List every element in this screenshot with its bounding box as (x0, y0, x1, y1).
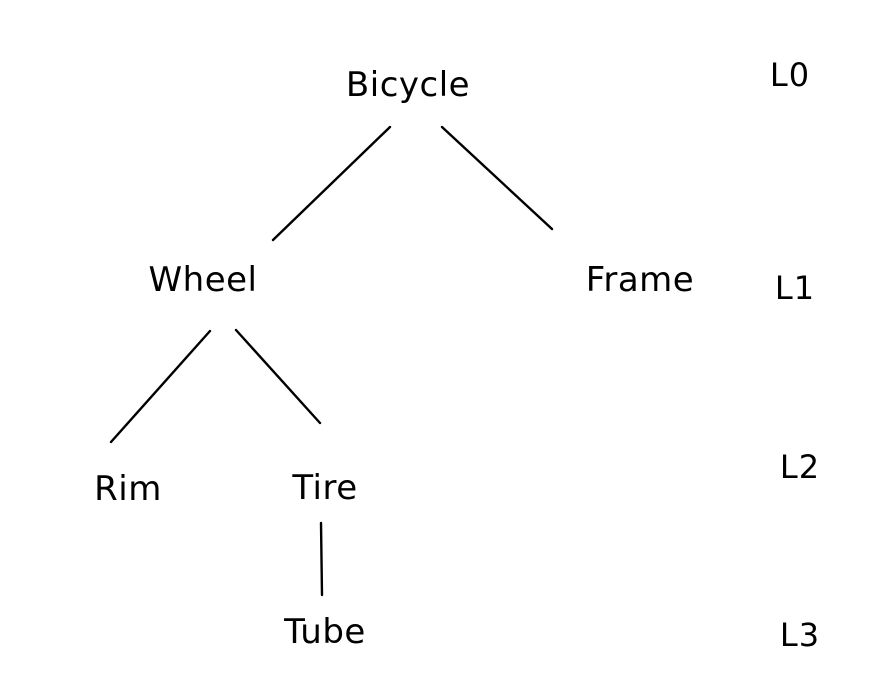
level-label-l2: L2 (779, 448, 821, 486)
level-label-l0: L0 (769, 56, 811, 94)
edge-wheel-rim (109, 329, 212, 444)
level-label-l3: L3 (779, 616, 821, 654)
node-tube: Tube (284, 612, 366, 652)
node-rim: Rim (94, 469, 162, 509)
level-label-l1: L1 (774, 269, 816, 307)
node-tire: Tire (292, 468, 358, 508)
edge-wheel-tire (234, 328, 322, 425)
edge-tire-tube (319, 521, 324, 597)
node-frame: Frame (585, 260, 695, 300)
edge-bicycle-frame (440, 125, 554, 231)
node-wheel: Wheel (148, 260, 258, 300)
edge-bicycle-wheel (271, 125, 392, 242)
node-bicycle: Bicycle (345, 65, 471, 105)
